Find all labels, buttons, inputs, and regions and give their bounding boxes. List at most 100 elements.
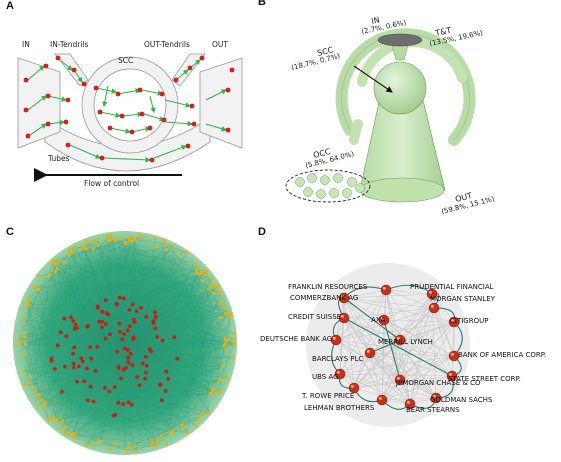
company-node [378,314,390,326]
scc-inner-ring [93,68,167,142]
network-node-core [158,382,163,387]
network-node-periphery [210,277,214,281]
d-edge [385,289,433,295]
network-edge [62,358,82,421]
panel-b-3d-bowtie: IN (2.7%, 0.6%) T&T (13.5%, 19.6%) SCC (… [285,15,496,216]
network-edge [177,273,202,359]
network-node-periphery [133,444,137,448]
network-edge [64,318,173,431]
network-node-core [115,349,119,354]
d-edge [335,339,455,357]
network-node-periphery [60,426,64,430]
network-edge [145,270,206,357]
network-node-core [139,306,144,310]
network-edge [97,239,157,446]
network-edge [216,342,235,392]
network-node-periphery [23,352,27,356]
d-edge [381,307,435,401]
network-node-core [172,335,177,340]
d-edge [335,339,401,381]
network-edge [26,247,76,308]
network-node-periphery [194,424,198,428]
network-node-periphery [201,279,205,283]
network-node-periphery [211,291,215,295]
network-node-core [121,402,126,407]
network-node-periphery [21,369,25,373]
network-edge [135,340,163,452]
d-network-nodes [330,284,460,410]
network-node-periphery [91,247,95,251]
network-node-periphery [224,348,229,352]
d-edge [353,321,455,389]
company-node [348,382,360,394]
company-node-highlight [380,316,384,320]
network-edge [123,366,223,405]
network-node-core [155,335,160,339]
network-node-periphery [208,391,212,395]
network-node-core [97,319,102,324]
network-node-core [72,326,77,331]
d-edge [335,339,437,399]
network-node-periphery [91,441,95,445]
network-node-core [88,345,93,350]
d-edge [383,319,437,399]
network-node-periphery [186,430,190,434]
network-edge [74,241,133,348]
network-node-periphery [133,238,137,242]
network-node-core [129,402,134,407]
network-node-periphery [195,271,199,275]
network-edge [178,255,227,378]
network-node-core [62,316,67,321]
network-node-periphery [44,401,48,405]
network-node-periphery [26,302,30,306]
network-node-periphery [223,337,227,341]
company-label: UBS AG [312,373,339,381]
network-edge [65,320,74,434]
company-label: LEHMAN BROTHERS [304,404,375,412]
network-edge [168,338,229,380]
network-node-periphery [55,267,59,271]
network-edge [73,313,231,438]
network-node-periphery [228,316,232,320]
network-edge [74,351,152,434]
network-node-periphery [211,386,215,391]
panel-c-network [13,231,237,455]
flow-arrows [27,59,228,163]
network-node-core [91,399,96,404]
network-node-periphery [23,383,27,387]
network-node-periphery [95,237,99,242]
network-node-periphery [105,234,109,238]
network-node-core [82,379,86,384]
network-node-core [127,324,132,328]
network-node-periphery [55,419,59,423]
d-edge [343,297,401,381]
network-edge [155,245,166,317]
company-node [394,334,406,346]
network-node-periphery [97,243,101,247]
company-label: JPMORGAN CHASE & CO [395,379,481,387]
network-edge [72,338,225,435]
network-edge [165,390,201,417]
d-edge [399,339,411,405]
label-in-tendrils: IN-Tendrils [50,40,89,49]
d-edge [353,289,387,389]
company-node-highlight [396,376,400,380]
network-node-periphery [109,233,113,237]
network-edge [27,303,49,421]
network-node-periphery [199,271,203,275]
network-node-periphery [229,312,233,316]
network-edge [18,289,40,340]
company-label: BEAR STEARNS [406,406,460,414]
network-edge [48,293,214,421]
network-node-periphery [232,343,236,347]
label-tubes: Tubes [47,154,70,163]
company-node-highlight [406,400,410,404]
company-label: MORGAN STANLEY [430,295,496,303]
company-node-dot [330,334,342,346]
company-node [338,312,350,324]
d-edge [383,293,433,321]
network-node-periphery [216,286,220,291]
out-cone-base [359,177,445,203]
network-node-core [100,309,105,314]
